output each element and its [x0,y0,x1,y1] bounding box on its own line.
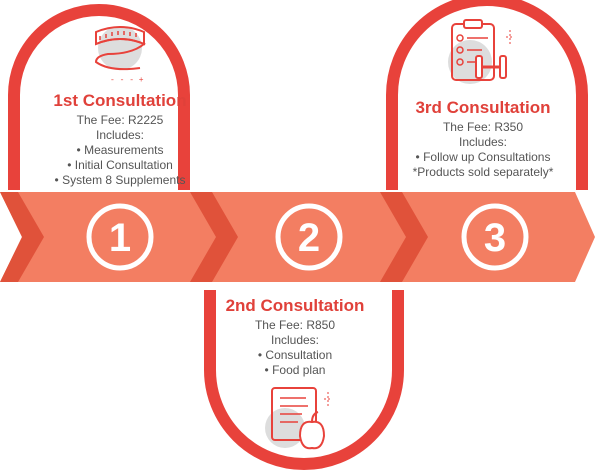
step-1-item: • Initial Consultation [67,158,173,172]
step-2-fee: The Fee: R850 [254,318,336,332]
step-3-arc [386,0,588,190]
step-1-arc [8,4,190,190]
clipboard-dumbbell-icon [448,19,514,84]
step-2-item: • Consultation [257,348,333,362]
step-1-includes: Includes: [95,128,145,142]
step-3-item: • Follow up Consultations [415,150,551,164]
step-2-title: 2nd Consultation [225,296,365,315]
step-3-includes: Includes: [458,135,508,149]
step-1-fee: The Fee: R2225 [76,113,164,127]
arrow-band [0,192,595,282]
chevron-divider-3 [380,192,428,282]
step-1-title: 1st Consultation [53,91,187,110]
step-1-number: 1 [109,216,131,260]
step-2-arc [204,290,404,470]
step-2-includes: Includes: [270,333,320,347]
step-3-number-badge: 3 [461,203,529,271]
step-3-number: 3 [484,216,506,260]
step-3-fee: The Fee: R350 [442,120,524,134]
step-1-number-badge: 1 [86,203,154,271]
chevron-divider-2 [190,192,238,282]
step-2-number: 2 [298,216,320,260]
measuring-tape-icon: - - - + [94,26,146,85]
step-1-item: • System 8 Supplements [54,173,186,187]
chevron-divider-1 [0,192,44,282]
svg-text:- - - +: - - - + [110,76,144,85]
step-3-title: 3rd Consultation [415,98,551,117]
step-2-item: • Food plan [264,363,326,377]
step-3-note: *Products sold separately* [412,165,554,179]
step-3-card: 3rd Consultation The Fee: R350 Includes:… [378,98,588,180]
food-plan-apple-icon [265,387,332,450]
step-1-card: 1st Consultation The Fee: R2225 Includes… [20,91,220,188]
step-1-item: • Measurements [76,143,164,157]
step-2-number-badge: 2 [275,203,343,271]
step-2-card: 2nd Consultation The Fee: R850 Includes:… [200,296,390,378]
